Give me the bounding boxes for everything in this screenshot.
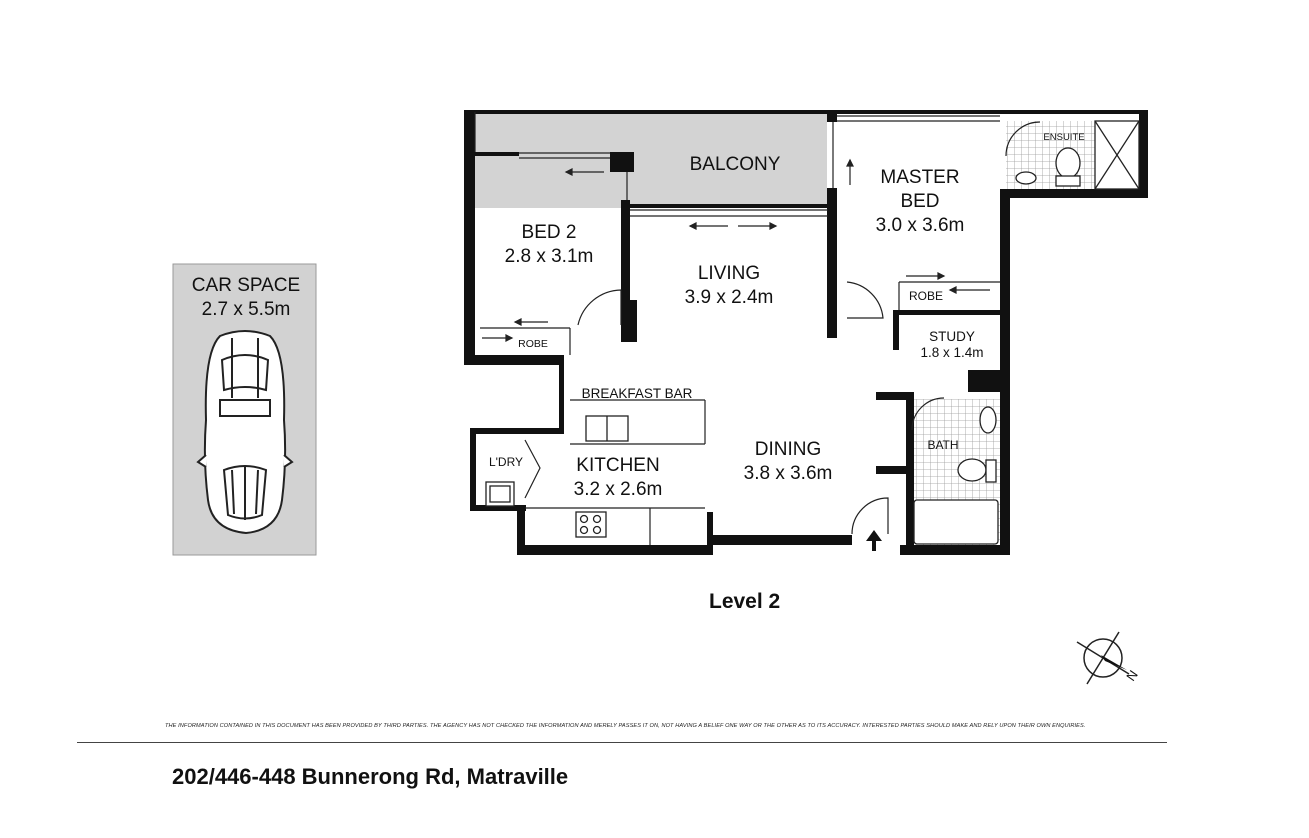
robe-master-label: ROBE: [909, 289, 943, 303]
master-bed-size: 3.0 x 3.6m: [876, 215, 965, 236]
study-label: STUDY: [929, 329, 975, 344]
sliding-arrows: [482, 158, 990, 342]
bed2-size: 2.8 x 3.1m: [505, 246, 594, 267]
window-lines: [474, 112, 1000, 545]
ensuite-label: ENSUITE: [1043, 132, 1084, 143]
car-space-label: CAR SPACE: [192, 275, 300, 296]
compass-icon: N: [1076, 631, 1141, 685]
kitchen-label: KITCHEN: [576, 455, 659, 476]
bath-label: BATH: [927, 438, 958, 452]
balcony-area: [475, 112, 827, 208]
bathtub-icon: [913, 499, 999, 545]
car-space: CAR SPACE 2.7 x 5.5m: [172, 263, 317, 556]
entry-arrow-icon: [866, 530, 882, 551]
cooktop-icon: [575, 511, 607, 538]
basin-icon: [1015, 171, 1037, 185]
robe-bed2-label: ROBE: [518, 338, 548, 350]
master-bed-label-1: MASTER: [880, 167, 959, 188]
living-size: 3.9 x 2.4m: [685, 287, 774, 308]
dining-label: DINING: [755, 439, 822, 460]
fixtures: [485, 120, 1140, 545]
bed2-label: BED 2: [522, 222, 577, 243]
master-bed-label-2: BED: [900, 191, 939, 212]
divider-line: [77, 742, 1167, 743]
level-label: Level 2: [709, 590, 781, 613]
compass-north-label: N: [1123, 667, 1141, 683]
room-labels: BALCONY MASTER BED 3.0 x 3.6m ENSUITE BE…: [489, 132, 1085, 500]
disclaimer-text: THE INFORMATION CONTAINED IN THIS DOCUME…: [165, 723, 1086, 729]
living-label: LIVING: [698, 263, 760, 284]
basin-icon-bath: [979, 406, 997, 434]
study-size: 1.8 x 1.4m: [920, 345, 983, 360]
kitchen-size: 3.2 x 2.6m: [574, 479, 663, 500]
toilet-icon-bath: [957, 458, 987, 482]
breakfast-bar-label: BREAKFAST BAR: [582, 386, 693, 401]
balcony-label: BALCONY: [690, 154, 781, 175]
dining-size: 3.8 x 3.6m: [744, 463, 833, 484]
property-address: 202/446-448 Bunnerong Rd, Matraville: [172, 764, 569, 789]
walls: [464, 110, 1148, 555]
laundry-label: L'DRY: [489, 455, 523, 469]
toilet-icon: [1055, 147, 1081, 179]
car-space-size: 2.7 x 5.5m: [202, 299, 291, 320]
car-icon: [196, 330, 294, 535]
door-swings: [524, 121, 1041, 535]
